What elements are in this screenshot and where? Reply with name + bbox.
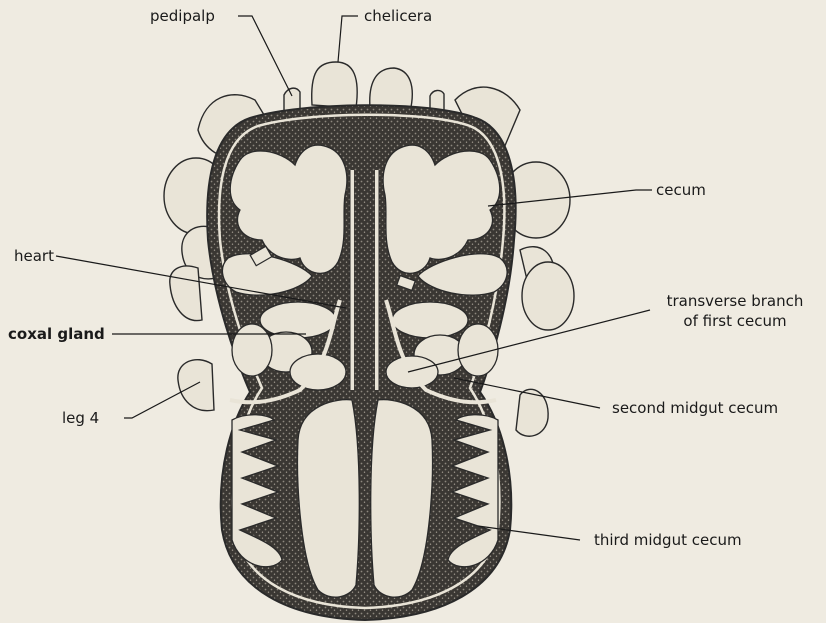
label-chelicera: chelicera: [364, 7, 432, 25]
label-cecum: cecum: [656, 181, 706, 199]
chelicera-left: [312, 62, 357, 108]
label-leg4: leg 4: [62, 409, 99, 427]
leg-left-4: [170, 266, 202, 321]
label-pedipalp: pedipalp: [150, 7, 215, 25]
coxal-lobe-4: [232, 324, 272, 376]
leg-right-4: [522, 262, 574, 330]
label-transverse-line2: of first cecum: [650, 312, 820, 330]
coxal-lobe-1: [260, 302, 336, 338]
label-transverse-line1: transverse branch: [650, 292, 820, 310]
label-coxal-gland: coxal gland: [8, 325, 105, 343]
leader-pedipalp: [238, 16, 292, 96]
right-lobe-1: [392, 302, 468, 338]
label-third-midgut-cecum: third midgut cecum: [594, 531, 742, 549]
label-second-midgut-cecum: second midgut cecum: [612, 399, 778, 417]
leg-left-5: [178, 360, 214, 411]
label-heart: heart: [14, 247, 54, 265]
coxal-lobe-3: [290, 354, 346, 390]
leader-chelicera: [338, 16, 358, 62]
